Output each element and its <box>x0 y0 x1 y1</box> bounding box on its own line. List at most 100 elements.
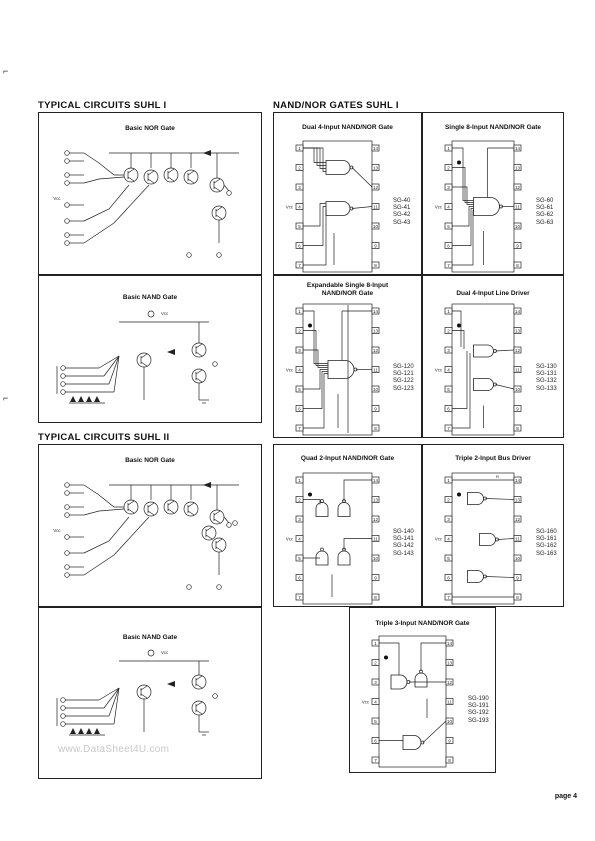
pin-box <box>295 574 304 581</box>
pin-number: 6 <box>374 738 377 743</box>
terminal-circle <box>64 534 70 540</box>
pin-number: 1 <box>447 478 450 483</box>
wire <box>303 349 328 368</box>
vcc-terminal <box>147 310 155 318</box>
transistor-emitter <box>195 351 203 357</box>
pin-number: 9 <box>448 738 451 743</box>
pin-number: 3 <box>298 185 301 190</box>
pin-number: 1 <box>298 146 301 151</box>
nand-gate-symbol <box>315 550 329 566</box>
panel-title: Basic NAND Gate <box>122 634 178 641</box>
pin-number: 8 <box>516 426 519 431</box>
terminal-circle <box>64 172 70 178</box>
transistor-symbol <box>136 352 152 368</box>
pin-box <box>371 385 380 393</box>
pin-number: 7 <box>298 263 301 268</box>
pin-number: 12 <box>373 348 379 353</box>
transistor-symbol <box>191 674 207 690</box>
pin-box <box>371 717 380 725</box>
wire <box>495 384 515 390</box>
output-terminal <box>212 693 218 699</box>
transistor-symbol <box>209 177 225 193</box>
wire <box>303 147 326 166</box>
pin-number: 2 <box>298 497 301 502</box>
panel-title: Triple 2-Input Bus Driver <box>455 455 531 462</box>
part-number: SG-62 <box>536 212 554 219</box>
terminal-circle <box>64 572 70 578</box>
resistor-label: R <box>496 474 499 479</box>
transistor-symbol <box>191 342 207 358</box>
nand-gate-symbol <box>337 550 351 566</box>
pin-number: 13 <box>373 165 379 170</box>
transistor-collector <box>213 178 221 184</box>
pin-number: 4 <box>298 536 301 541</box>
transistor-collector <box>213 510 221 516</box>
wire <box>485 498 515 500</box>
vcc-label: Vcc <box>53 196 61 201</box>
wire <box>83 176 125 184</box>
pin-box <box>513 554 522 562</box>
transistor-collector <box>127 168 135 174</box>
suhl1-nor-gate-panel: Basic NOR Gate Vcc <box>38 112 262 275</box>
pin-box <box>444 515 453 523</box>
pin-number: 3 <box>447 348 450 353</box>
pin-number: 2 <box>447 497 450 502</box>
wire <box>303 203 326 227</box>
pin-number: 12 <box>373 185 379 190</box>
part-number: SG-122 <box>393 378 414 385</box>
pin-number: 2 <box>298 328 301 333</box>
pin-one-marker <box>457 492 461 497</box>
pin-number: 7 <box>298 426 301 431</box>
pin-box <box>371 574 380 581</box>
suhl2-nand-gate-panel: Basic NAND Gate Vcc <box>38 607 262 779</box>
transistor-collector <box>187 170 195 176</box>
terminal-circle <box>64 564 70 570</box>
transistor-symbol <box>123 167 139 183</box>
panel-title: Quad 2-Input NAND/NOR Gate <box>300 455 395 462</box>
transistor-emitter <box>140 693 148 699</box>
wire <box>351 167 373 188</box>
transistor-emitter <box>127 508 135 514</box>
pin-box <box>371 164 380 171</box>
pin-number: 6 <box>298 406 301 411</box>
wire <box>223 516 230 524</box>
vcc-label: Vcc <box>161 311 169 316</box>
part-numbers: SG-120 SG-121 SG-122 SG-123 <box>393 364 414 393</box>
transistor-symbol <box>211 205 227 221</box>
pin-box <box>513 405 522 412</box>
vcc-label: Vcc <box>53 528 61 533</box>
transistor-emitter <box>167 508 175 514</box>
wire <box>83 184 150 244</box>
pin-number: 13 <box>515 165 521 170</box>
diode-symbol <box>70 396 76 402</box>
pin-number: 6 <box>447 406 450 411</box>
terminal-circle <box>64 180 70 186</box>
part-numbers: SG-130 SG-131 SG-132 SG-133 <box>536 364 557 393</box>
pin-number: 2 <box>447 165 450 170</box>
part-number: SG-133 <box>536 385 557 392</box>
pin-one-marker <box>384 655 388 660</box>
pin-box <box>445 756 454 764</box>
transistor-collector <box>195 369 203 375</box>
inverter-bubble <box>320 499 324 503</box>
transistor-collector <box>147 170 155 176</box>
inverter-bubble <box>420 740 425 745</box>
pin-one-marker <box>308 323 312 328</box>
pin-number: 10 <box>373 224 379 229</box>
pin-box <box>444 554 453 562</box>
transistor-symbol <box>211 537 227 553</box>
output-terminal <box>212 361 218 367</box>
wire <box>485 576 515 578</box>
vcc-label: Vcc <box>435 537 443 542</box>
wire <box>303 310 328 364</box>
pin-box <box>371 242 380 249</box>
transistor-emitter <box>213 518 221 524</box>
terminal-circle <box>60 381 66 387</box>
pin-number: 8 <box>448 758 451 763</box>
vcc-label: Vcc <box>362 700 370 705</box>
wire <box>452 310 462 347</box>
